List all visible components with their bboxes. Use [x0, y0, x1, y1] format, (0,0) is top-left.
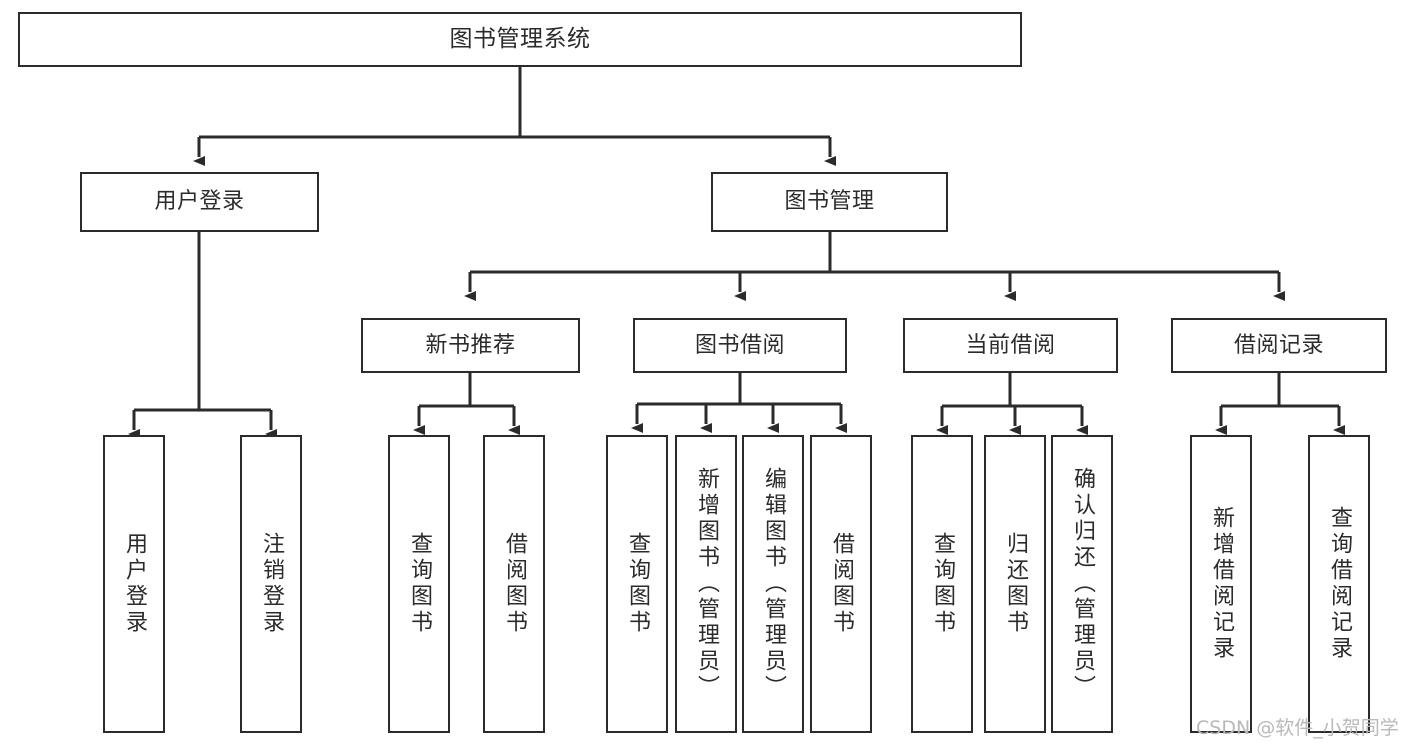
node-label-leaf-query-book-2: 查询图书 — [624, 532, 650, 636]
node-leaf-confirm-return[interactable]: 确认归还（管理员） — [1051, 435, 1113, 733]
node-label-leaf-confirm-return: 确认归还（管理员） — [1069, 467, 1095, 701]
node-user-login[interactable]: 用户登录 — [80, 172, 319, 232]
node-leaf-logout[interactable]: 注销登录 — [240, 435, 302, 733]
node-label-leaf-query-record: 查询借阅记录 — [1326, 506, 1352, 662]
node-label-borrow-record: 借阅记录 — [1233, 332, 1324, 358]
node-label-leaf-query-book-3: 查询图书 — [929, 532, 955, 636]
node-book-manage[interactable]: 图书管理 — [711, 172, 948, 232]
node-label-leaf-return-book: 归还图书 — [1002, 532, 1028, 636]
node-leaf-add-book[interactable]: 新增图书（管理员） — [675, 435, 737, 733]
node-label-book-borrow: 图书借阅 — [694, 332, 785, 358]
node-leaf-borrow-book-1[interactable]: 借阅图书 — [483, 435, 545, 733]
node-leaf-edit-book[interactable]: 编辑图书（管理员） — [742, 435, 804, 733]
node-leaf-query-book-1[interactable]: 查询图书 — [388, 435, 450, 733]
node-label-leaf-user-login: 用户登录 — [121, 532, 147, 636]
node-leaf-add-record[interactable]: 新增借阅记录 — [1190, 435, 1252, 733]
node-label-root: 图书管理系统 — [449, 25, 591, 52]
node-book-borrow[interactable]: 图书借阅 — [633, 318, 847, 373]
node-current-borrow[interactable]: 当前借阅 — [903, 318, 1118, 373]
node-leaf-user-login[interactable]: 用户登录 — [103, 435, 165, 733]
node-leaf-return-book[interactable]: 归还图书 — [984, 435, 1046, 733]
node-label-leaf-query-book-1: 查询图书 — [406, 532, 432, 636]
node-label-user-login: 用户登录 — [154, 189, 245, 215]
node-leaf-query-record[interactable]: 查询借阅记录 — [1308, 435, 1370, 733]
node-root[interactable]: 图书管理系统 — [18, 12, 1022, 67]
node-label-leaf-borrow-book-1: 借阅图书 — [501, 532, 527, 636]
node-label-leaf-add-book: 新增图书（管理员） — [693, 467, 719, 701]
node-label-leaf-borrow-book-2: 借阅图书 — [828, 532, 854, 636]
node-leaf-query-book-3[interactable]: 查询图书 — [911, 435, 973, 733]
node-label-new-book-rec: 新书推荐 — [425, 332, 516, 358]
connector-group — [128, 67, 1345, 439]
node-leaf-query-book-2[interactable]: 查询图书 — [606, 435, 668, 733]
node-label-current-borrow: 当前借阅 — [965, 332, 1056, 358]
node-new-book-rec[interactable]: 新书推荐 — [361, 318, 580, 373]
node-label-leaf-edit-book: 编辑图书（管理员） — [760, 467, 786, 701]
node-label-book-manage: 图书管理 — [784, 189, 875, 215]
node-label-leaf-logout: 注销登录 — [258, 532, 284, 636]
node-borrow-record[interactable]: 借阅记录 — [1171, 318, 1387, 373]
node-leaf-borrow-book-2[interactable]: 借阅图书 — [810, 435, 872, 733]
node-label-leaf-add-record: 新增借阅记录 — [1208, 506, 1234, 662]
